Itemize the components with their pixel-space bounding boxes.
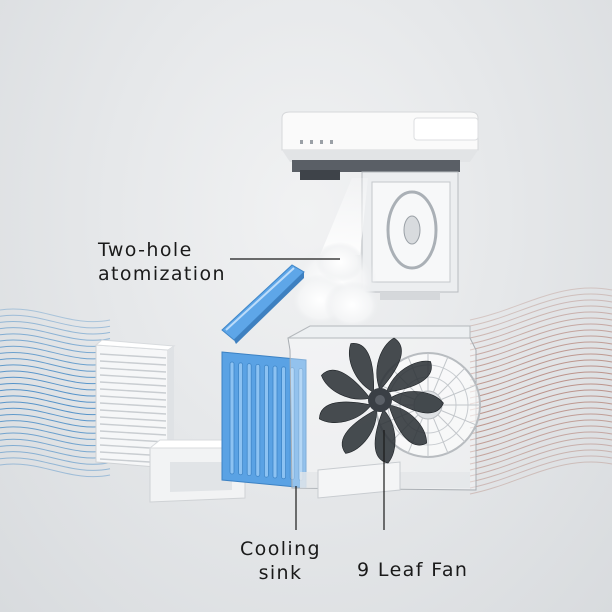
cooling-sink-label-line1: Cooling	[240, 538, 321, 560]
atomization-label-line2: atomization	[98, 263, 226, 285]
upper-fan-housing	[361, 171, 459, 300]
atomization-label-line1: Two-hole	[98, 239, 193, 261]
airflow-lines-left	[0, 308, 111, 478]
nine-leaf-fan-icon	[319, 337, 444, 464]
cooling-sink-label-line2: sink	[258, 562, 303, 584]
top-filter-strip	[221, 264, 305, 344]
atomization-label: Two-hole atomization	[98, 238, 226, 286]
fan-label: 9 Leaf Fan	[357, 558, 468, 582]
water-tray	[148, 439, 246, 503]
mist-cloud-icon	[290, 242, 380, 329]
cooling-sink-label: Cooling sink	[240, 537, 321, 585]
airflow-lines-right	[469, 287, 612, 495]
mist-spray	[320, 178, 368, 255]
top-water-tank	[281, 111, 479, 180]
fan-label-text: 9 Leaf Fan	[357, 559, 469, 581]
